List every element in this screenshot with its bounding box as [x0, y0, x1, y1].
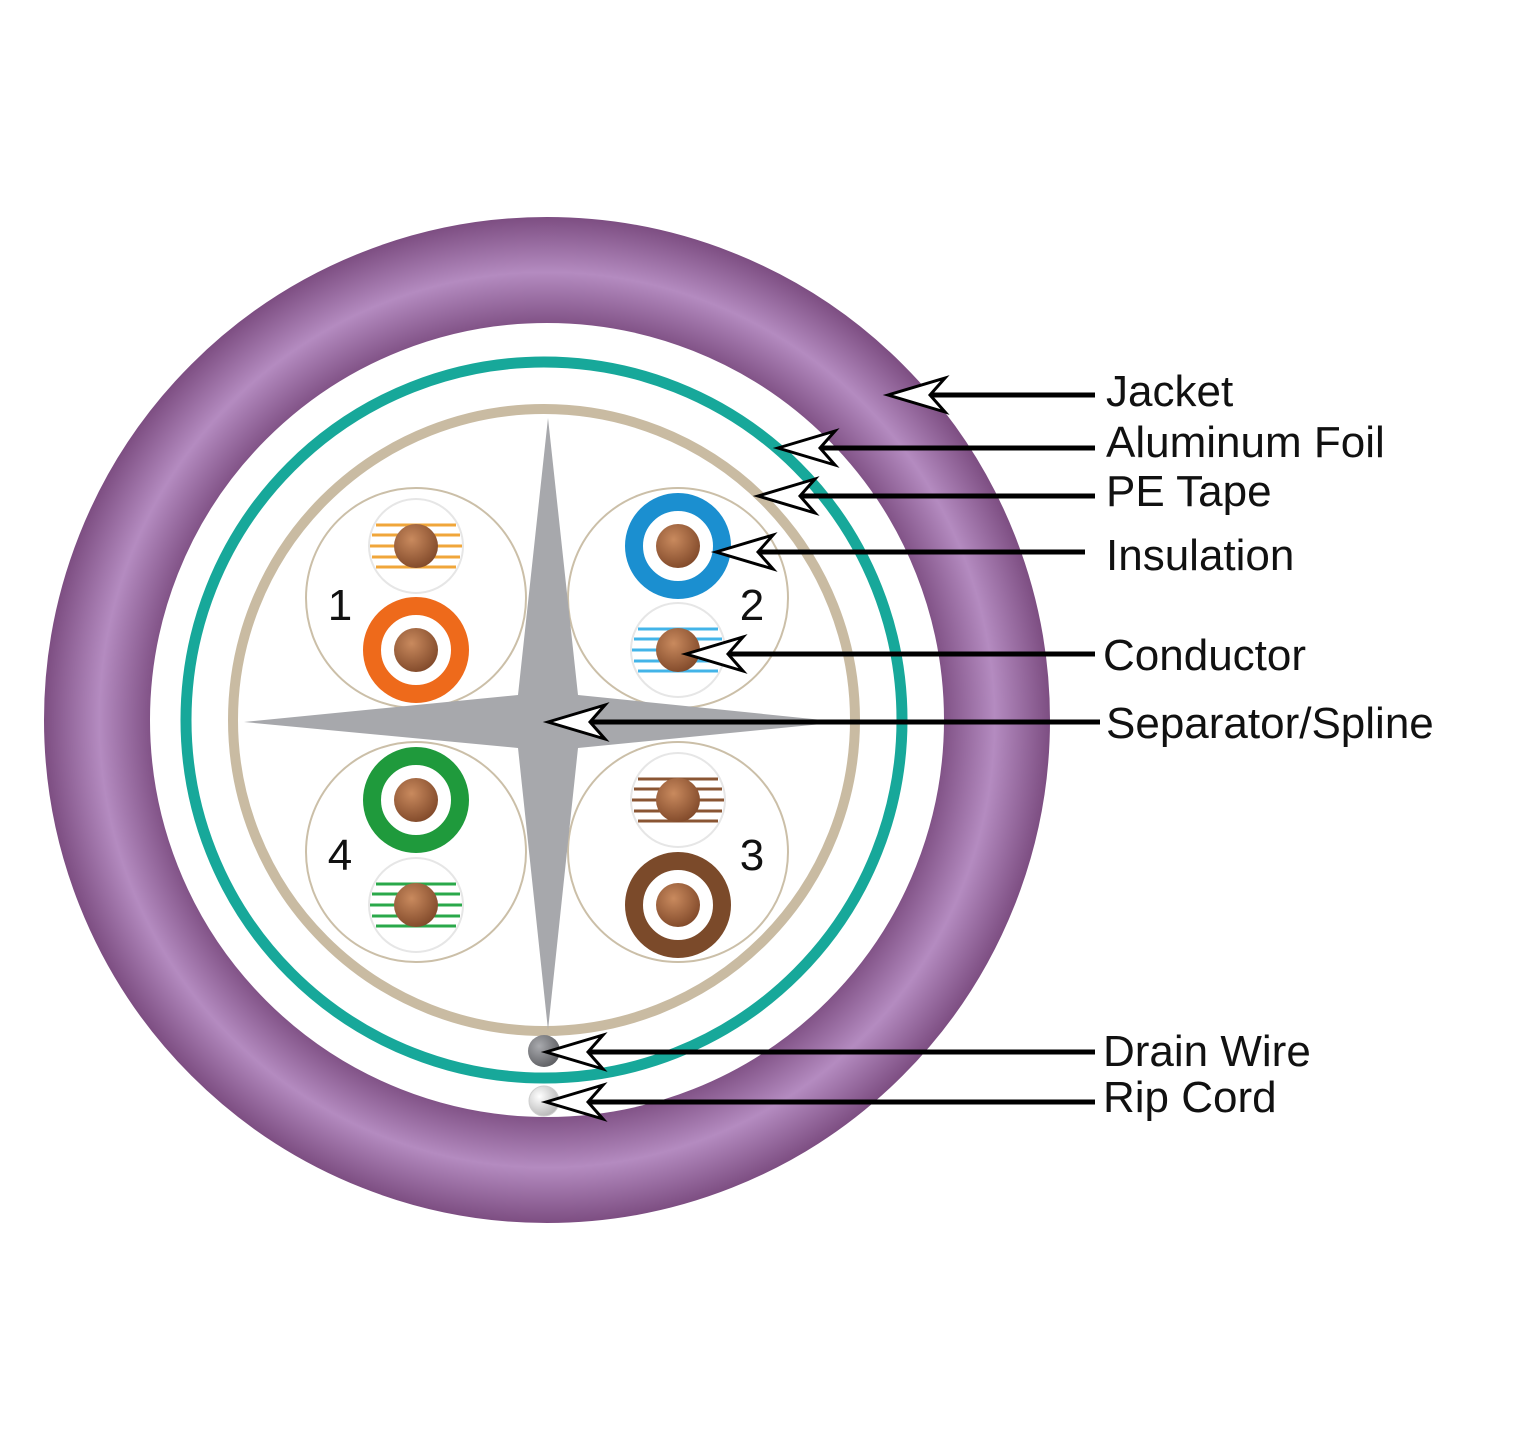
aluminum-foil-arrow — [772, 428, 1095, 468]
conductor — [394, 883, 438, 927]
blue-white-striped-wire — [630, 602, 726, 698]
pair-1 — [363, 498, 469, 703]
conductor — [656, 524, 700, 568]
drain-wire — [528, 1035, 560, 1067]
blue-wire — [625, 493, 731, 599]
orange-white-striped-wire — [368, 498, 464, 594]
pair-number-4: 4 — [328, 831, 352, 880]
pair-number-1: 1 — [328, 581, 352, 630]
pair-2 — [625, 493, 731, 698]
jacket-arrow — [882, 375, 1095, 415]
conductor — [656, 778, 700, 822]
drain-wire-arrow — [540, 1032, 1095, 1072]
pair-number-3: 3 — [740, 831, 764, 880]
pair-4 — [363, 747, 469, 953]
brown-wire — [625, 852, 731, 958]
callout-arrows — [540, 375, 1100, 1122]
conductor-label: Conductor — [1103, 631, 1306, 680]
orange-wire — [363, 597, 469, 703]
separator-arrow — [542, 702, 1100, 742]
aluminum-foil-label: Aluminum Foil — [1106, 418, 1385, 467]
rip-cord-arrow — [540, 1082, 1095, 1122]
conductor — [394, 628, 438, 672]
rip-cord-label: Rip Cord — [1103, 1073, 1277, 1122]
pe-tape-label: PE Tape — [1106, 467, 1272, 516]
green-wire — [363, 747, 469, 853]
pair-number-2: 2 — [740, 581, 764, 630]
insulation-label: Insulation — [1106, 531, 1294, 580]
conductor — [656, 883, 700, 927]
pair-3 — [625, 752, 731, 958]
pe-tape-arrow — [752, 476, 1095, 516]
drain-wire-label: Drain Wire — [1103, 1027, 1311, 1076]
pair-3-boundary — [567, 741, 789, 963]
pair-4-boundary — [305, 741, 527, 963]
insulation-arrow — [710, 532, 1085, 572]
conductor-arrow — [680, 634, 1095, 674]
separator-spline — [244, 418, 842, 1030]
jacket-label: Jacket — [1106, 367, 1233, 416]
conductor — [394, 524, 438, 568]
conductor — [394, 778, 438, 822]
brown-white-striped-wire — [630, 752, 726, 848]
conductor — [656, 628, 700, 672]
green-white-striped-wire — [368, 857, 464, 953]
separator-spline-label: Separator/Spline — [1106, 699, 1434, 748]
